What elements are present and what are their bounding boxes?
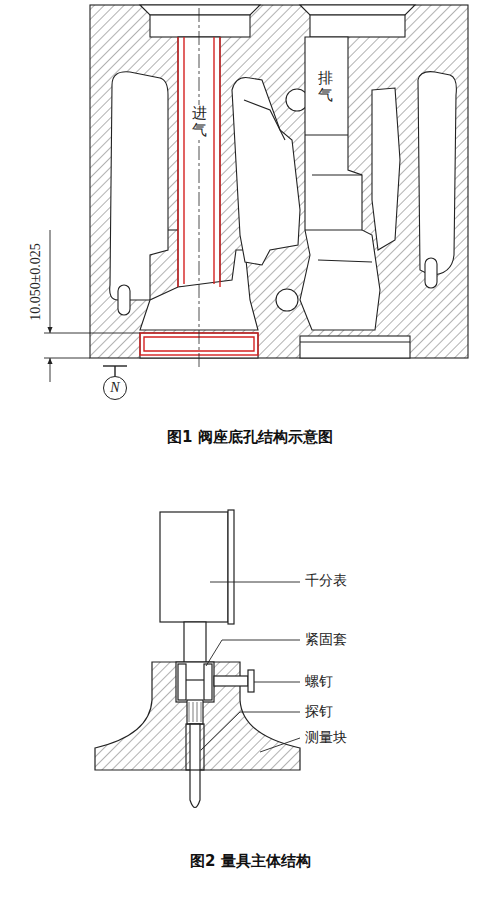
- part-name: 紧固套: [305, 631, 347, 648]
- part-name: 探钉: [305, 703, 333, 720]
- datum-letter: N: [110, 380, 119, 396]
- head-section: [90, 5, 468, 358]
- part-name: 千分表: [305, 572, 347, 589]
- center-line: [199, 8, 200, 368]
- datum-circle: N: [103, 376, 127, 400]
- vertical-label: 进气: [192, 105, 207, 138]
- part-name: 螺钉: [305, 673, 333, 690]
- dimension-text: 10.050±0.025: [28, 243, 45, 321]
- vertical-label: 排气: [318, 70, 333, 103]
- part-name: 测量块: [305, 729, 347, 746]
- figure-caption: 图2 量具主体结构: [190, 852, 311, 870]
- dimension-lines: [44, 230, 140, 382]
- datum-symbol: [103, 366, 127, 376]
- figure-caption: 图1 阀座底孔结构示意图: [167, 428, 333, 446]
- gauge-assembly: [95, 510, 300, 808]
- leader-lines: [201, 582, 300, 752]
